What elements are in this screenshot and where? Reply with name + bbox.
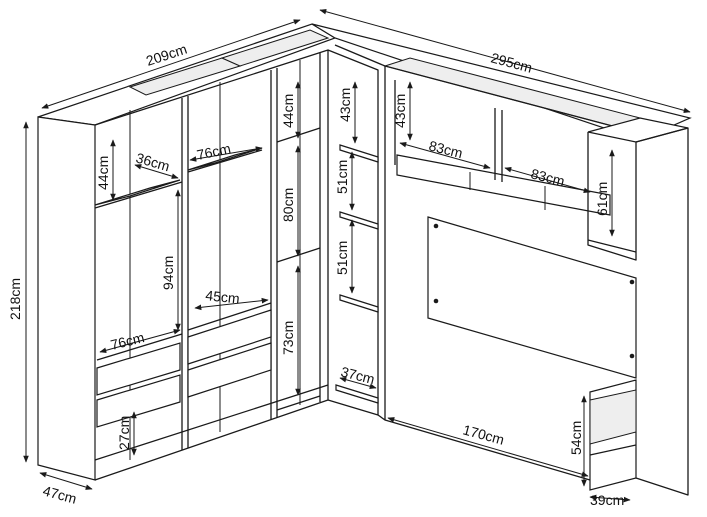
label-nightstand-h: 54cm — [568, 421, 584, 455]
label-m1-bottom: 27cm — [116, 416, 132, 450]
label-m2-drawer-w: 45cm — [205, 287, 241, 306]
label-m4-top: 43cm — [337, 88, 353, 122]
label-m3-top: 44cm — [280, 94, 296, 128]
label-depth-right: 39cm — [590, 492, 624, 508]
label-m1-drawer-w: 76cm — [109, 329, 146, 353]
label-bridge-h: 43cm — [392, 94, 408, 128]
left-side-panel — [37, 116, 96, 481]
label-bridge-w1: 83cm — [427, 137, 464, 161]
label-m2-rail: 76cm — [195, 140, 232, 163]
label-m4-s2: 51cm — [334, 241, 350, 275]
label-height-total: 218cm — [7, 278, 23, 320]
label-m4-base: 37cm — [339, 363, 376, 387]
label-m1-hang: 94cm — [160, 256, 176, 290]
label-m1-top: 44cm — [95, 156, 111, 190]
label-m4-s1: 51cm — [334, 160, 350, 194]
right-wardrobe — [311, 23, 692, 496]
left-wardrobe — [37, 23, 337, 481]
label-side-h: 61cm — [594, 182, 610, 216]
headboard — [427, 216, 637, 379]
label-depth-left: 47cm — [41, 482, 78, 506]
label-m3-low: 73cm — [280, 321, 296, 355]
label-width-left: 209cm — [144, 41, 189, 69]
label-m3-mid: 80cm — [280, 188, 296, 222]
dimension-lines — [23, 8, 691, 503]
